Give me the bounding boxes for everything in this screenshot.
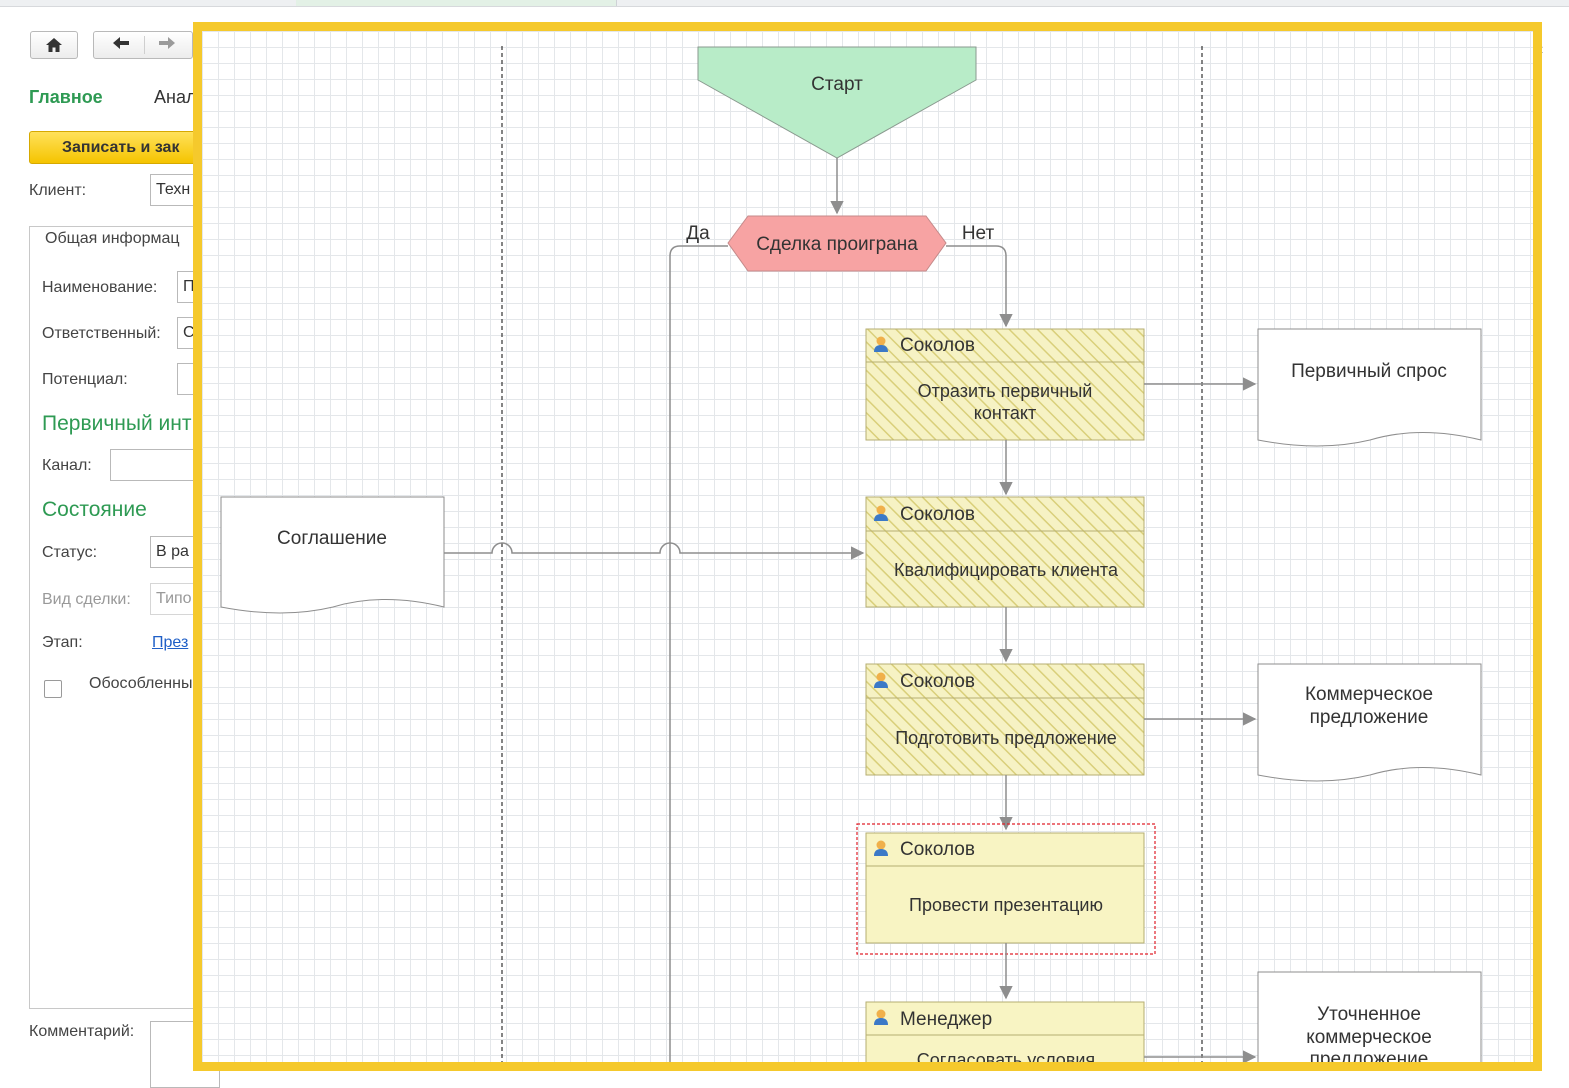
task-agree-terms[interactable]: Менеджер Согласовать условия [865, 1001, 1145, 1071]
arrow-right-icon [159, 37, 175, 49]
back-button[interactable] [102, 35, 140, 56]
start-node[interactable]: Старт [697, 46, 977, 159]
home-button[interactable] [30, 31, 78, 59]
task-title: Согласовать условия [917, 1050, 1095, 1070]
channel-label: Канал: [42, 457, 92, 474]
top-tab-strip [0, 0, 1569, 7]
connector-yes-branch [669, 245, 728, 1062]
stage-link[interactable]: През [152, 634, 189, 651]
document-commercial-offer[interactable]: Коммерческое предложение [1257, 663, 1482, 782]
document-label: Первичный спрос [1291, 361, 1447, 382]
task-actor: Соколов [900, 671, 975, 692]
task-reflect-contact[interactable]: Соколов Отразить первичный контакт [865, 328, 1145, 441]
separate-label: Обособленны [89, 675, 193, 692]
process-diagram-canvas: Старт Сделка проиграна Да Нет Соколов От… [220, 46, 1482, 1071]
document-label: Соглашение [277, 528, 387, 549]
home-icon [46, 38, 62, 52]
primary-interest-title: Первичный инт [42, 412, 192, 435]
name-label: Наименование: [42, 279, 158, 296]
separate-checkbox[interactable] [44, 680, 62, 698]
tab-segment[interactable] [0, 0, 297, 6]
task-title: Подготовить предложение [895, 728, 1117, 748]
task-title: Квалифицировать клиента [894, 560, 1119, 580]
task-present[interactable]: Соколов Провести презентацию [856, 823, 1156, 955]
document-label-line3: предложение [1310, 1049, 1429, 1070]
start-label: Старт [811, 74, 863, 95]
state-title: Состояние [42, 498, 147, 521]
comment-label: Комментарий: [29, 1023, 135, 1040]
branch-yes-label: Да [686, 223, 710, 244]
task-qualify-client[interactable]: Соколов Квалифицировать клиента [865, 496, 1145, 608]
task-title: Отразить первичный [918, 381, 1093, 401]
document-label-line2: коммерческое [1306, 1027, 1432, 1048]
task-title-line2: контакт [974, 403, 1036, 423]
document-primary-demand[interactable]: Первичный спрос [1257, 328, 1482, 447]
task-title: Провести презентацию [909, 895, 1103, 915]
document-label: Уточненное [1317, 1004, 1421, 1025]
responsible-label: Ответственный: [42, 325, 161, 342]
decision-node[interactable]: Сделка проиграна [727, 215, 947, 272]
client-label: Клиент: [29, 182, 87, 199]
tab-segment-active[interactable] [296, 0, 617, 6]
document-refined-offer[interactable]: Уточненное коммерческое предложение [1257, 971, 1482, 1071]
connector-agreement-task2 [444, 542, 865, 560]
document-label: Коммерческое [1305, 684, 1433, 705]
stage-label: Этап: [42, 634, 83, 651]
nav-divider [144, 36, 145, 54]
branch-no-label: Нет [962, 223, 995, 244]
arrow-left-icon [113, 37, 129, 49]
decision-label: Сделка проиграна [756, 234, 918, 255]
document-label-line2: предложение [1310, 707, 1429, 728]
status-label: Статус: [42, 544, 98, 561]
menu-analysis[interactable]: Анал [154, 87, 197, 107]
task-actor: Менеджер [900, 1009, 992, 1030]
process-diagram[interactable]: Старт Сделка проиграна Да Нет Соколов От… [193, 22, 1542, 1071]
task-actor: Соколов [900, 839, 975, 860]
potential-label: Потенциал: [42, 371, 128, 388]
task-actor: Соколов [900, 504, 975, 525]
tab-general-info[interactable]: Общая информац [45, 230, 180, 247]
deal-type-label: Вид сделки: [42, 591, 131, 608]
task-actor: Соколов [900, 335, 975, 356]
forward-button[interactable] [148, 35, 186, 56]
menu-main[interactable]: Главное [29, 87, 103, 107]
document-agreement[interactable]: Соглашение [220, 496, 445, 614]
connector-no-branch [946, 245, 1013, 328]
history-nav [93, 31, 193, 59]
task-prepare-offer[interactable]: Соколов Подготовить предложение [865, 663, 1145, 776]
